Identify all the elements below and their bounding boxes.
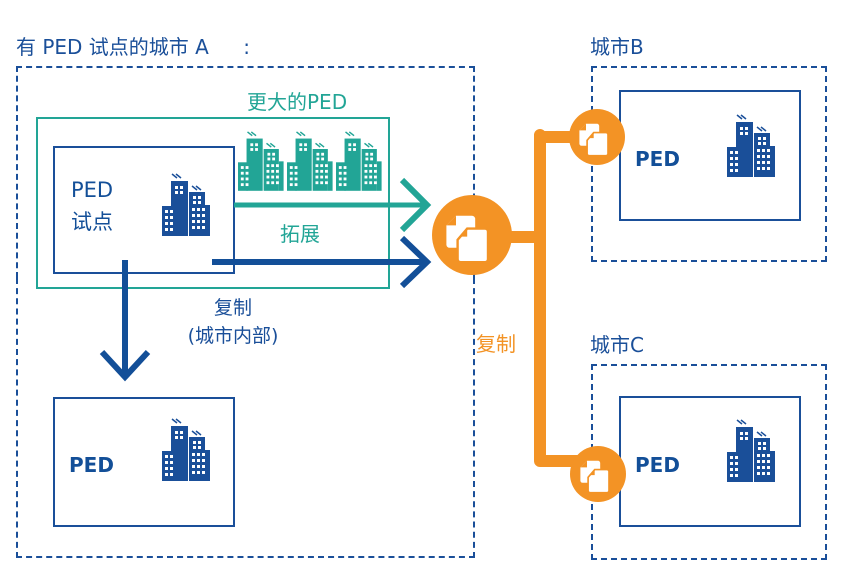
office-building-icon — [726, 114, 776, 178]
ped-pilot-line1: PED — [71, 178, 114, 202]
replicate-label: 复制 — [476, 332, 516, 356]
city-c-ped-label: PED — [635, 453, 680, 477]
arrow-down-icon — [99, 349, 151, 382]
replicate-internal-label: 复制 (城市内部) — [168, 294, 298, 350]
office-building-icon — [726, 419, 776, 483]
replicate-connector — [484, 129, 601, 467]
replica-ped-box: PED — [53, 397, 235, 527]
expand-label: 拓展 — [280, 222, 320, 246]
arrow-right-icon — [399, 235, 432, 289]
city-a-title: 有 PED 试点的城市 A : — [16, 31, 250, 60]
city-a-boundary-lower — [16, 278, 475, 558]
replicate-internal-line1: 复制 — [213, 297, 252, 319]
copy-documents-icon — [432, 195, 512, 275]
city-a-title-text: 有 PED 试点的城市 A — [16, 35, 209, 59]
ped-pilot-label: PED 试点 — [71, 174, 113, 238]
copy-documents-icon — [569, 109, 625, 165]
office-building-icon — [161, 418, 211, 482]
larger-ped-label: 更大的PED — [247, 90, 348, 114]
city-a-title-colon: : — [243, 35, 250, 59]
city-cluster-icon — [237, 131, 383, 192]
arrow-right-icon — [399, 177, 432, 233]
city-b-title: 城市B — [590, 35, 644, 59]
city-b-ped-label: PED — [635, 147, 680, 171]
replicate-internal-line2: (城市内部) — [187, 325, 279, 347]
office-building-icon — [161, 173, 211, 237]
ped-pilot-line2: 试点 — [71, 210, 113, 234]
ped-pilot-box: PED 试点 — [53, 146, 235, 274]
city-a-boundary — [16, 66, 475, 278]
city-c-title: 城市C — [590, 333, 644, 357]
copy-documents-icon — [570, 446, 626, 502]
replica-ped-label: PED — [69, 453, 114, 477]
